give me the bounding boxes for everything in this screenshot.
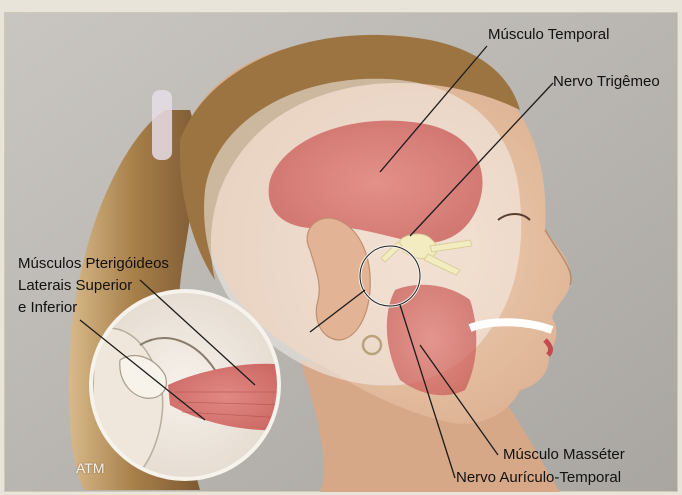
label-musculo-temporal: Músculo Temporal: [488, 26, 609, 43]
label-pterigoideos-line2: Laterais Superior: [18, 277, 132, 294]
masseter-muscle: [387, 285, 477, 395]
label-pterigoideos-line3: e Inferior: [18, 299, 77, 316]
label-pterigoideos-line1: Músculos Pterigóideos: [18, 255, 169, 272]
label-nervo-auriculo-temporal: Nervo Aurículo-Temporal: [456, 469, 621, 486]
label-nervo-trigemeo: Nervo Trigêmeo: [553, 73, 660, 90]
label-atm: ATM: [76, 460, 105, 476]
hair-tie: [152, 90, 172, 160]
label-musculo-masseter: Músculo Masséter: [503, 446, 625, 463]
